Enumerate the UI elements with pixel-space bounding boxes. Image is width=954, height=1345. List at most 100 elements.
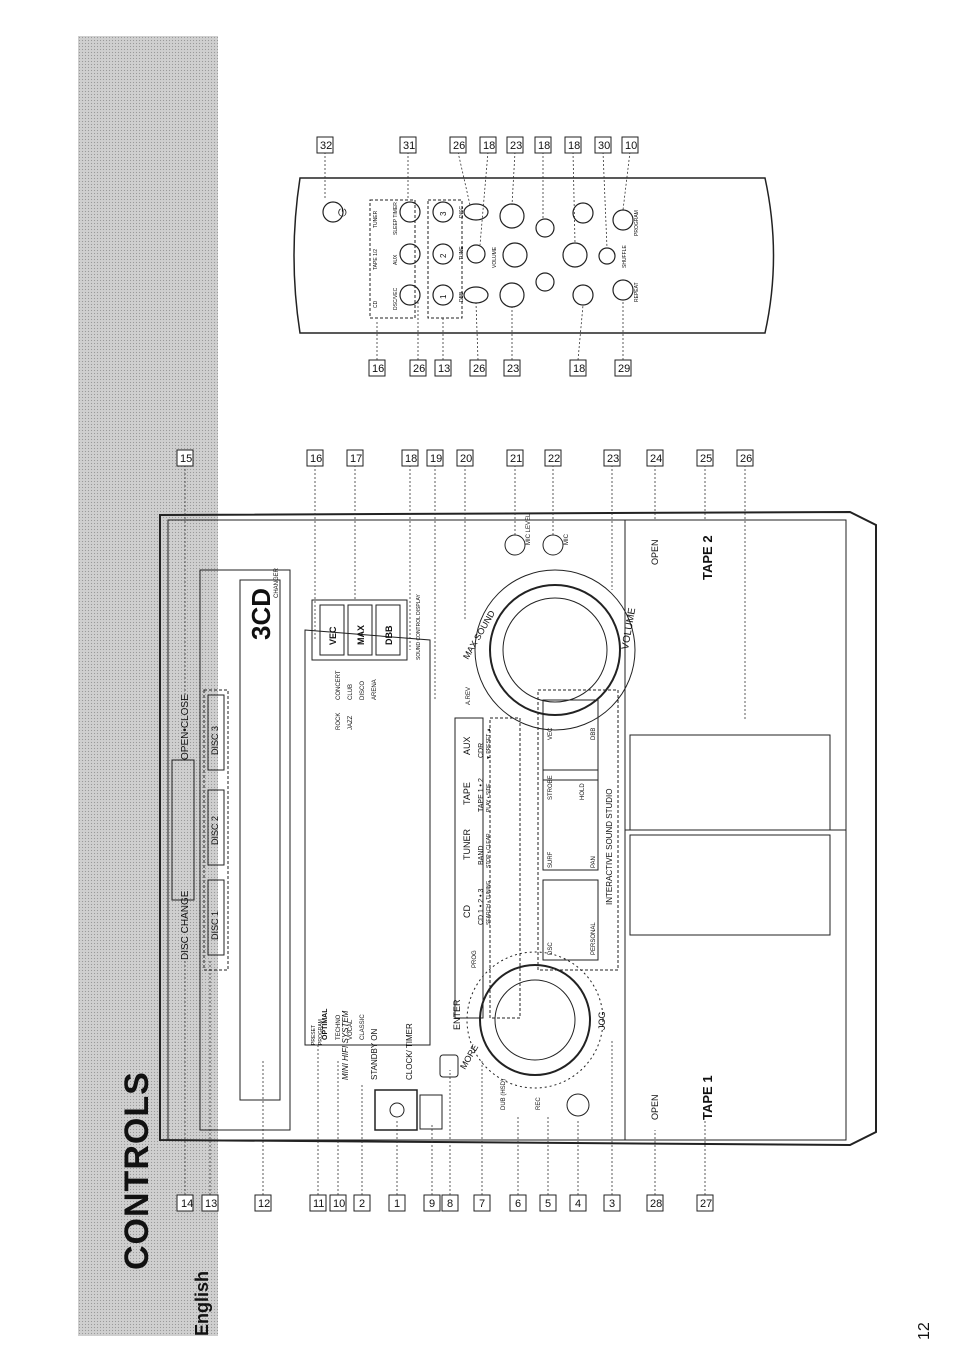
title-sidebar bbox=[78, 36, 218, 1336]
source-tape: TAPE bbox=[462, 782, 472, 805]
studio-dbb: DBB bbox=[591, 728, 597, 740]
svg-text:18: 18 bbox=[568, 140, 580, 152]
callout-right-22: 22 bbox=[544, 449, 562, 467]
brand-logo: 3CD bbox=[246, 588, 276, 640]
callout-remote-32: 32 bbox=[316, 136, 334, 154]
display-word-preset: PRESET bbox=[311, 1025, 317, 1045]
svg-text:32: 32 bbox=[320, 140, 332, 152]
callout-left-27: 27 bbox=[696, 1194, 714, 1212]
callout-right-18: 18 bbox=[401, 449, 419, 467]
open-label-tape2: OPEN bbox=[650, 539, 660, 565]
disc-1-label: DISC 1 bbox=[210, 911, 220, 940]
callout-remote-18a: 18 bbox=[479, 136, 497, 154]
studio-label: INTERACTIVE SOUND STUDIO bbox=[605, 789, 614, 905]
callouts-remote-top: 32 31 26 18 23 18 18 30 10 bbox=[316, 136, 639, 154]
main-unit bbox=[159, 510, 877, 1147]
system-name: MINI HIFI SYSTEM bbox=[341, 1010, 350, 1080]
svg-text:2: 2 bbox=[359, 1198, 365, 1210]
callout-remote-26b: 26 bbox=[409, 359, 427, 377]
callout-remote-18b: 18 bbox=[534, 136, 552, 154]
callout-left-14: 14 bbox=[176, 1194, 194, 1212]
svg-text:26: 26 bbox=[473, 363, 485, 375]
callout-left-7: 7 bbox=[473, 1194, 491, 1212]
transport-sub-stop: STOP • CLEAR bbox=[486, 833, 492, 868]
source-sub-band: BAND bbox=[478, 846, 485, 865]
standby-label: STANDBY ON bbox=[370, 1029, 379, 1080]
remote-btn-sleep: SLEEP TIMER bbox=[393, 202, 399, 235]
sound-display-label: SOUND CONTROL DISPLAY bbox=[416, 593, 422, 660]
svg-text:17: 17 bbox=[350, 453, 362, 465]
svg-text:16: 16 bbox=[372, 363, 384, 375]
open-label-tape1: OPEN bbox=[650, 1094, 660, 1120]
sound-max: MAX bbox=[356, 625, 366, 645]
svg-text:25: 25 bbox=[700, 453, 712, 465]
volume-label: VOLUME bbox=[620, 607, 638, 651]
svg-text:20: 20 bbox=[460, 453, 472, 465]
callout-remote-18d: 18 bbox=[569, 359, 587, 377]
callout-left-4: 4 bbox=[569, 1194, 587, 1212]
callout-remote-18c: 18 bbox=[564, 136, 582, 154]
svg-text:11: 11 bbox=[313, 1198, 324, 1210]
display-word-vocal: VOCAL bbox=[348, 1019, 354, 1040]
svg-text:23: 23 bbox=[507, 363, 519, 375]
tape1-label: TAPE 1 bbox=[700, 1075, 715, 1120]
callout-right-19: 19 bbox=[426, 449, 444, 467]
callout-remote-26a: 26 bbox=[449, 136, 467, 154]
mic-level-label: MIC LEVEL bbox=[526, 513, 532, 545]
clock-label: CLOCK/ TIMER bbox=[405, 1023, 414, 1080]
callout-left-6: 6 bbox=[509, 1194, 527, 1212]
remote-btn-dbb: DBB bbox=[459, 291, 465, 302]
remote-control bbox=[293, 177, 775, 334]
callout-right-21: 21 bbox=[506, 449, 524, 467]
svg-text:8: 8 bbox=[447, 1198, 453, 1210]
svg-text:23: 23 bbox=[607, 453, 619, 465]
svg-text:3: 3 bbox=[609, 1198, 615, 1210]
callout-right-16: 16 bbox=[306, 449, 324, 467]
studio-hold: HOLD bbox=[580, 783, 586, 800]
callout-left-1: 1 bbox=[388, 1194, 406, 1212]
svg-text:13: 13 bbox=[205, 1198, 217, 1210]
callout-remote-23b: 23 bbox=[503, 359, 521, 377]
svg-text:6: 6 bbox=[515, 1198, 521, 1210]
rec-label: REC bbox=[536, 1097, 542, 1110]
remote-btn-tape: TAPE 1/2 bbox=[373, 249, 379, 270]
remote-btn-cd: CD bbox=[373, 300, 379, 308]
display-word-techno: TECHNO bbox=[336, 1014, 342, 1040]
transport-sub-play: PLAY • SIDE bbox=[486, 783, 492, 812]
svg-text:23: 23 bbox=[510, 140, 522, 152]
sound-dbb: DBB bbox=[384, 625, 394, 645]
svg-text:31: 31 bbox=[403, 140, 415, 152]
disc-change-label: DISC CHANGE bbox=[180, 890, 191, 960]
callout-remote-26c: 26 bbox=[469, 359, 487, 377]
callout-left-2: 2 bbox=[353, 1194, 371, 1212]
svg-text:1: 1 bbox=[394, 1198, 400, 1210]
source-sub-tape: TAPE 1 • 2 bbox=[478, 778, 485, 812]
jog-label: JOG bbox=[597, 1011, 607, 1030]
unit-labels: DISC CHANGE OPEN•CLOSE DISC 1 DISC 2 DIS… bbox=[180, 513, 715, 1120]
svg-text:18: 18 bbox=[538, 140, 550, 152]
sound-vec: VEC bbox=[328, 626, 338, 645]
display-word-disco: DISCO bbox=[360, 681, 366, 700]
remote-btn-3: 3 bbox=[439, 211, 448, 216]
svg-text:7: 7 bbox=[479, 1198, 485, 1210]
callout-left-8: 8 bbox=[441, 1194, 459, 1212]
svg-text:14: 14 bbox=[181, 1198, 193, 1210]
callout-remote-10: 10 bbox=[621, 136, 639, 154]
callout-left-10: 10 bbox=[329, 1194, 347, 1212]
display-word-arena: ARENA bbox=[372, 679, 378, 700]
callout-remote-13: 13 bbox=[434, 359, 452, 377]
svg-text:29: 29 bbox=[618, 363, 630, 375]
callouts-left: 14 13 12 11 10 2 1 9 8 7 6 5 4 3 28 27 bbox=[176, 1194, 714, 1212]
arev-label: A.REV bbox=[466, 687, 472, 705]
display-word-classic: CLASSIC bbox=[360, 1014, 366, 1040]
svg-text:10: 10 bbox=[333, 1198, 345, 1210]
svg-text:30: 30 bbox=[598, 140, 610, 152]
studio-vec: VEC bbox=[548, 727, 554, 740]
callout-remote-30: 30 bbox=[594, 136, 612, 154]
svg-text:26: 26 bbox=[740, 453, 752, 465]
svg-text:9: 9 bbox=[429, 1198, 435, 1210]
svg-text:19: 19 bbox=[430, 453, 442, 465]
remote-btn-aux: AUX bbox=[393, 254, 399, 265]
open-close-label: OPEN•CLOSE bbox=[180, 694, 191, 760]
source-sub-cd: CD 1 • 2 • 3 bbox=[478, 888, 485, 925]
